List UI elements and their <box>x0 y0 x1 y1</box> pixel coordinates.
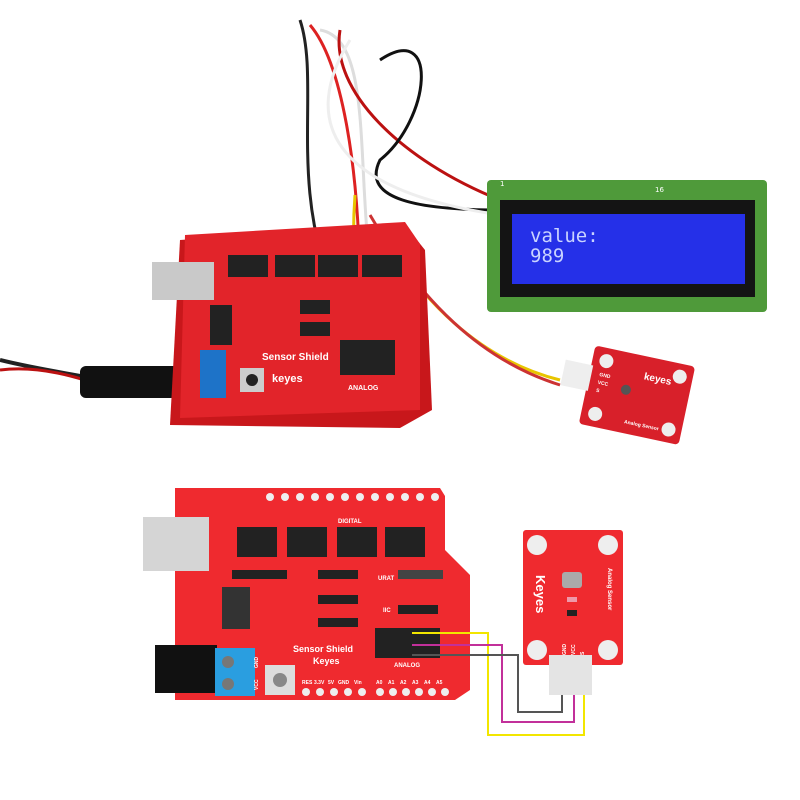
sensor-connector <box>560 359 594 391</box>
shield-title: Sensor Shield <box>293 644 353 654</box>
svg-text:A2: A2 <box>400 680 407 686</box>
svg-text:S: S <box>595 388 600 395</box>
lcd-line-1: value: <box>530 225 599 247</box>
usb-port <box>143 517 209 571</box>
svg-text:RES: RES <box>302 680 313 686</box>
shield-brand: Keyes <box>313 656 340 666</box>
svg-text:1: 1 <box>500 180 504 188</box>
lcd-line-2: 989 <box>530 245 564 267</box>
signal-wire <box>412 632 585 736</box>
svg-text:DIGITAL: DIGITAL <box>338 519 362 525</box>
lcd-module: 1 16 value: 989 <box>487 180 767 312</box>
svg-text:VCC: VCC <box>571 644 577 655</box>
svg-text:A0: A0 <box>376 680 383 686</box>
connection-wires <box>412 632 585 736</box>
wires-bundle <box>0 19 561 387</box>
svg-text:A1: A1 <box>388 680 395 686</box>
power-terminal <box>200 350 226 398</box>
gnd-wire <box>412 654 563 713</box>
sensor-brand: Keyes <box>533 575 548 613</box>
usb-port <box>152 262 214 300</box>
svg-text:A3: A3 <box>412 680 419 686</box>
svg-text:16: 16 <box>655 186 664 194</box>
svg-text:GND: GND <box>254 657 260 669</box>
svg-text:3.3V: 3.3V <box>314 680 325 686</box>
sensor-connector <box>549 655 592 695</box>
svg-text:A5: A5 <box>436 680 443 686</box>
photoresistor <box>562 572 582 588</box>
svg-text:VCC: VCC <box>254 679 260 690</box>
power-terminal <box>215 648 255 696</box>
analog-sensor-diagram: Keyes Analog Sensor GND VCC S <box>523 530 623 695</box>
svg-text:IIC: IIC <box>383 608 391 614</box>
svg-text:GND: GND <box>338 680 350 686</box>
svg-text:ANALOG: ANALOG <box>394 663 420 669</box>
shield-brand: keyes <box>272 373 303 385</box>
shield-analog-label: ANALOG <box>348 385 379 392</box>
svg-text:Vin: Vin <box>354 680 362 686</box>
sensor-name: Analog Sensor <box>606 568 612 611</box>
dc-jack <box>155 645 217 693</box>
svg-text:5V: 5V <box>328 680 335 686</box>
sensor-shield-diagram: DIGITAL URAT IIC ANALOG Sensor Shield Ke… <box>143 488 470 700</box>
vcc-wire <box>412 644 575 723</box>
svg-text:URAT: URAT <box>378 576 395 582</box>
svg-text:VCC: VCC <box>597 380 609 388</box>
lcd-screen <box>512 214 745 284</box>
svg-text:GND: GND <box>562 644 568 656</box>
svg-text:GND: GND <box>599 372 611 380</box>
svg-text:A4: A4 <box>424 680 431 686</box>
shield-title: Sensor Shield <box>262 352 329 363</box>
svg-text:S: S <box>580 651 586 655</box>
sensor-shield-photo: Sensor Shield keyes ANALOG <box>152 222 432 428</box>
barrel-jack-cable <box>80 366 190 398</box>
analog-sensor-photo: keyes Analog Sensor GND VCC S <box>560 346 695 445</box>
